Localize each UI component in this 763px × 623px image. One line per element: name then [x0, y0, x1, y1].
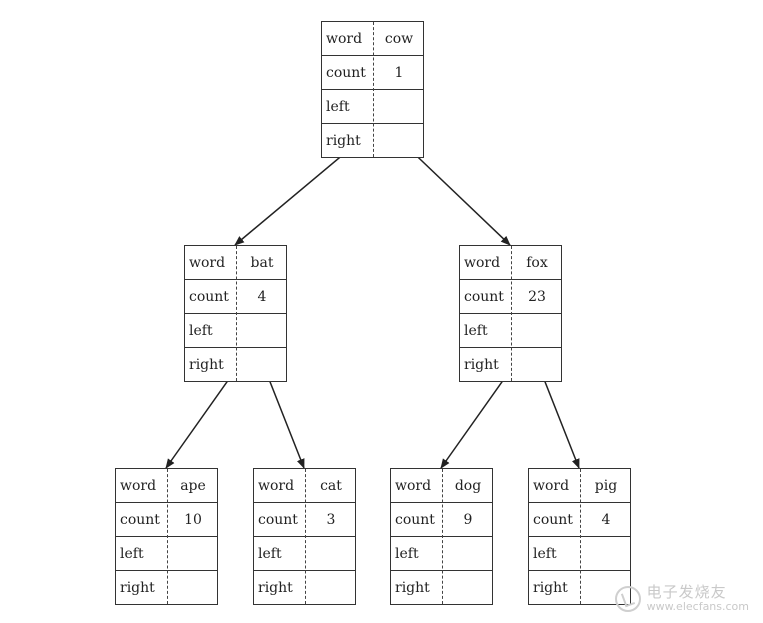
field-label-left: left [120, 546, 144, 562]
node-field-right: right [460, 348, 561, 382]
node-field-right: right [116, 571, 217, 605]
field-value-word: bat [250, 255, 274, 271]
node-field-right: right [185, 348, 286, 382]
node-field-word: word dog [391, 469, 492, 503]
tree-node-fox: word fox count 23 left right [459, 245, 562, 382]
field-label-right: right [395, 580, 430, 596]
tree-node-cow: word cow count 1 left right [321, 21, 424, 158]
node-field-left: left [185, 314, 286, 348]
field-label-left: left [395, 546, 419, 562]
node-field-right: right [322, 124, 423, 158]
node-field-count: count 4 [185, 280, 286, 314]
node-field-count: count 10 [116, 503, 217, 537]
node-field-left: left [254, 537, 355, 571]
watermark: 电子发烧友 www.elecfans.com [614, 583, 749, 613]
dashed-divider [442, 469, 443, 604]
elecfans-logo-icon [614, 585, 641, 612]
field-label-left: left [326, 99, 350, 115]
field-label-count: count [120, 512, 160, 528]
node-field-left: left [322, 90, 423, 124]
node-field-left: left [116, 537, 217, 571]
field-label-right: right [533, 580, 568, 596]
field-label-word: word [533, 478, 570, 494]
field-value-word: pig [594, 478, 618, 494]
dashed-divider [305, 469, 306, 604]
field-value-word: fox [526, 255, 548, 271]
field-label-right: right [189, 357, 224, 373]
node-field-right: right [391, 571, 492, 605]
field-label-word: word [120, 478, 157, 494]
field-label-right: right [326, 133, 361, 149]
field-label-count: count [326, 65, 366, 81]
tree-node-cat: word cat count 3 left right [253, 468, 356, 605]
field-label-left: left [189, 323, 213, 339]
field-value-count: 4 [601, 512, 611, 528]
field-value-count: 9 [463, 512, 473, 528]
field-label-word: word [464, 255, 501, 271]
node-field-count: count 1 [322, 56, 423, 90]
field-label-left: left [258, 546, 282, 562]
watermark-chinese: 电子发烧友 [646, 583, 727, 602]
field-value-count: 4 [257, 289, 267, 305]
node-field-right: right [529, 571, 630, 605]
node-field-right: right [254, 571, 355, 605]
field-value-count: 3 [326, 512, 336, 528]
tree-node-dog: word dog count 9 left right [390, 468, 493, 605]
node-field-count: count 23 [460, 280, 561, 314]
field-label-count: count [533, 512, 573, 528]
node-field-word: word cow [322, 22, 423, 56]
field-label-count: count [189, 289, 229, 305]
node-field-left: left [391, 537, 492, 571]
field-value-count: 10 [184, 512, 202, 528]
field-value-word: ape [180, 478, 206, 494]
dashed-divider [511, 246, 512, 381]
field-label-left: left [533, 546, 557, 562]
node-field-word: word cat [254, 469, 355, 503]
dashed-divider [167, 469, 168, 604]
node-field-count: count 3 [254, 503, 355, 537]
field-label-right: right [464, 357, 499, 373]
field-value-count: 1 [394, 65, 404, 81]
dashed-divider [236, 246, 237, 381]
field-value-word: dog [454, 478, 482, 494]
node-field-word: word bat [185, 246, 286, 280]
dashed-divider [373, 22, 374, 157]
field-label-word: word [395, 478, 432, 494]
watermark-site: www.elecfans.com [646, 599, 749, 613]
field-label-count: count [258, 512, 298, 528]
field-label-word: word [258, 478, 295, 494]
node-field-count: count 4 [529, 503, 630, 537]
field-label-left: left [464, 323, 488, 339]
field-value-count: 23 [528, 289, 546, 305]
tree-node-ape: word ape count 10 left right [115, 468, 218, 605]
tree-node-pig: word pig count 4 left right [528, 468, 631, 605]
node-field-left: left [529, 537, 630, 571]
node-field-word: word ape [116, 469, 217, 503]
field-value-word: cow [384, 31, 414, 47]
node-field-word: word pig [529, 469, 630, 503]
node-field-word: word fox [460, 246, 561, 280]
field-label-count: count [464, 289, 504, 305]
node-field-left: left [460, 314, 561, 348]
field-label-word: word [189, 255, 226, 271]
field-label-count: count [395, 512, 435, 528]
dashed-divider [580, 469, 581, 604]
node-field-count: count 9 [391, 503, 492, 537]
field-label-right: right [120, 580, 155, 596]
field-label-right: right [258, 580, 293, 596]
tree-node-bat: word bat count 4 left right [184, 245, 287, 382]
field-label-word: word [326, 31, 363, 47]
field-value-word: cat [320, 478, 342, 494]
